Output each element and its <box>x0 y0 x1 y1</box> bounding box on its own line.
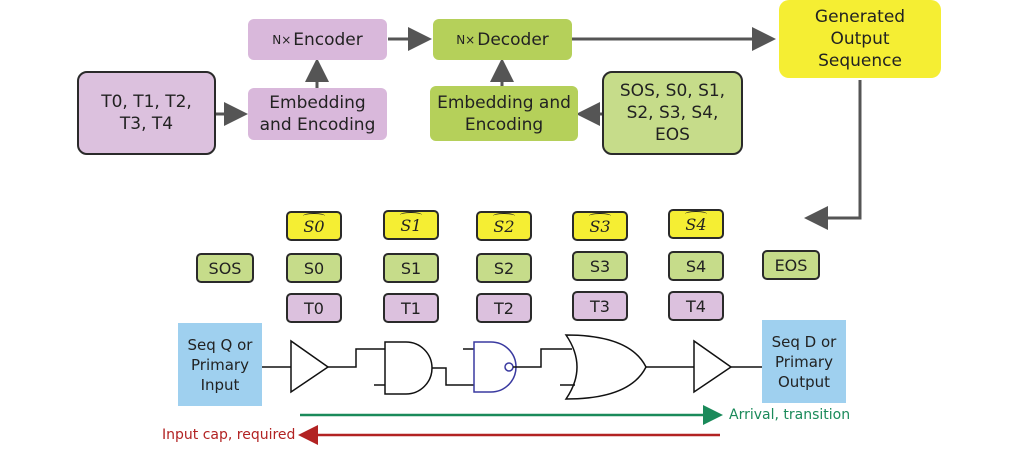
buffer-gate-2 <box>693 339 733 394</box>
or-gate <box>564 334 647 400</box>
target-token-4: S4 <box>668 251 724 281</box>
sos-token: SOS <box>196 253 254 283</box>
predicted-token-4: S4 <box>668 209 724 239</box>
forward-label: Arrival, transition <box>729 407 851 423</box>
decoder-embedding-box: Embedding and Encoding <box>430 86 578 141</box>
encoder-block: N×Encoder <box>248 19 387 60</box>
end-node: Seq D or Primary Output <box>762 320 846 403</box>
eos-token: EOS <box>762 250 820 280</box>
timing-token-4: T4 <box>668 291 724 321</box>
target-token-2: S2 <box>476 253 532 283</box>
output-tokens-box: SOS, S0, S1, S2, S3, S4, EOS <box>602 71 743 155</box>
backward-label: Input cap, required <box>162 427 296 443</box>
target-token-0: S0 <box>286 253 342 283</box>
arrow-generated-to-predictions <box>804 80 862 230</box>
timing-token-3: T3 <box>572 291 628 321</box>
timing-token-0: T0 <box>286 293 342 323</box>
generated-output-box: Generated Output Sequence <box>779 0 941 78</box>
predicted-token-1: S1 <box>383 210 439 240</box>
timing-token-1: T1 <box>383 293 439 323</box>
and-gate <box>384 341 433 395</box>
decoder-block: N×Decoder <box>433 19 572 60</box>
predicted-token-3: S3 <box>572 211 628 241</box>
target-token-3: S3 <box>572 251 628 281</box>
input-tokens-box: T0, T1, T2, T3, T4 <box>77 71 216 155</box>
buffer-gate-1 <box>290 339 330 394</box>
predicted-token-2: S2 <box>476 211 532 241</box>
predicted-token-0: S0 <box>286 211 342 241</box>
encoder-embedding-box: Embedding and Encoding <box>248 88 387 140</box>
timing-token-2: T2 <box>476 293 532 323</box>
start-node: Seq Q or Primary Input <box>178 323 262 406</box>
target-token-1: S1 <box>383 253 439 283</box>
nand-gate <box>473 341 517 393</box>
